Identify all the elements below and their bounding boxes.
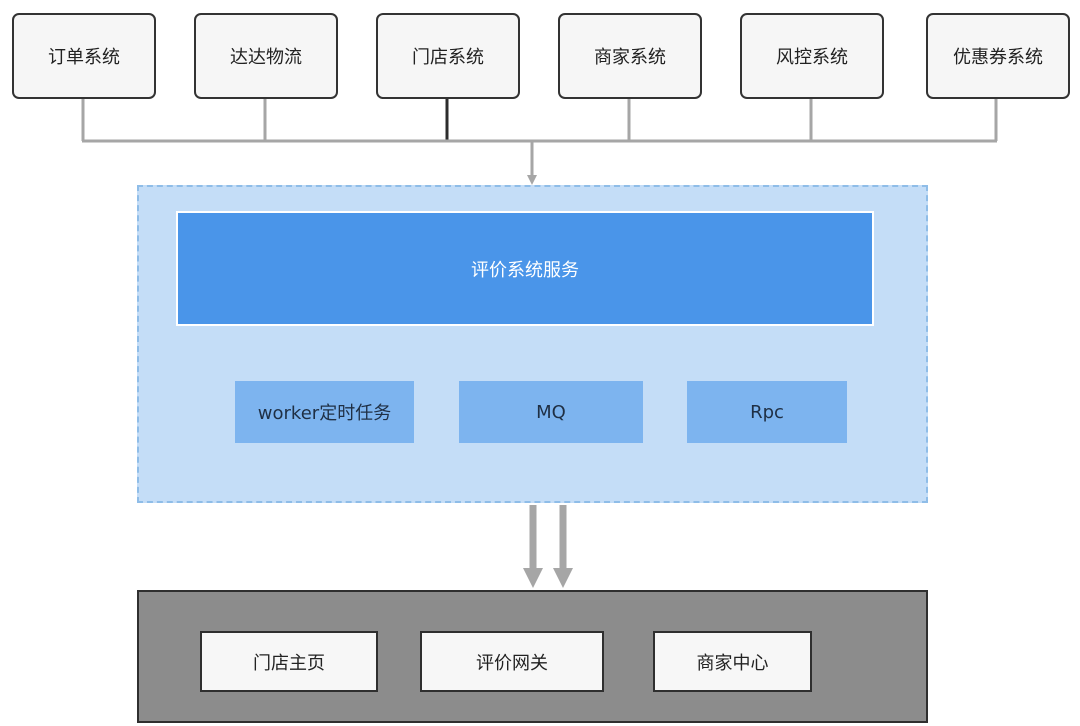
consumer-merchant-center: 商家中心 (653, 631, 812, 692)
source-system-2-label: 达达物流 (230, 47, 302, 68)
consumer-store-home: 门店主页 (200, 631, 378, 692)
channel-worker-box: worker定时任务 (235, 381, 414, 443)
channel-worker-label: worker定时任务 (257, 403, 392, 424)
channel-mq-label: MQ (536, 401, 566, 423)
source-system-2: 达达物流 (194, 13, 338, 99)
core-service-label: 评价系统服务 (471, 259, 579, 281)
source-system-6-label: 优惠券系统 (953, 47, 1043, 68)
consumer-review-gateway: 评价网关 (420, 631, 604, 692)
core-service-box: 评价系统服务 (176, 211, 874, 326)
source-system-6: 优惠券系统 (926, 13, 1070, 99)
source-system-4-label: 商家系统 (594, 47, 666, 68)
source-system-5-label: 风控系统 (776, 47, 848, 68)
source-system-3-label: 门店系统 (412, 47, 484, 68)
source-system-5: 风控系统 (740, 13, 884, 99)
channel-rpc-box: Rpc (687, 381, 847, 443)
source-system-1: 订单系统 (12, 13, 156, 99)
source-system-1-label: 订单系统 (48, 47, 120, 68)
consumer-review-gateway-label: 评价网关 (476, 652, 548, 674)
consumer-merchant-center-label: 商家中心 (696, 652, 769, 674)
consumer-store-home-label: 门店主页 (253, 652, 325, 674)
channel-mq-box: MQ (459, 381, 643, 443)
source-system-4: 商家系统 (558, 13, 702, 99)
channel-rpc-label: Rpc (750, 401, 784, 423)
source-system-3: 门店系统 (376, 13, 520, 99)
